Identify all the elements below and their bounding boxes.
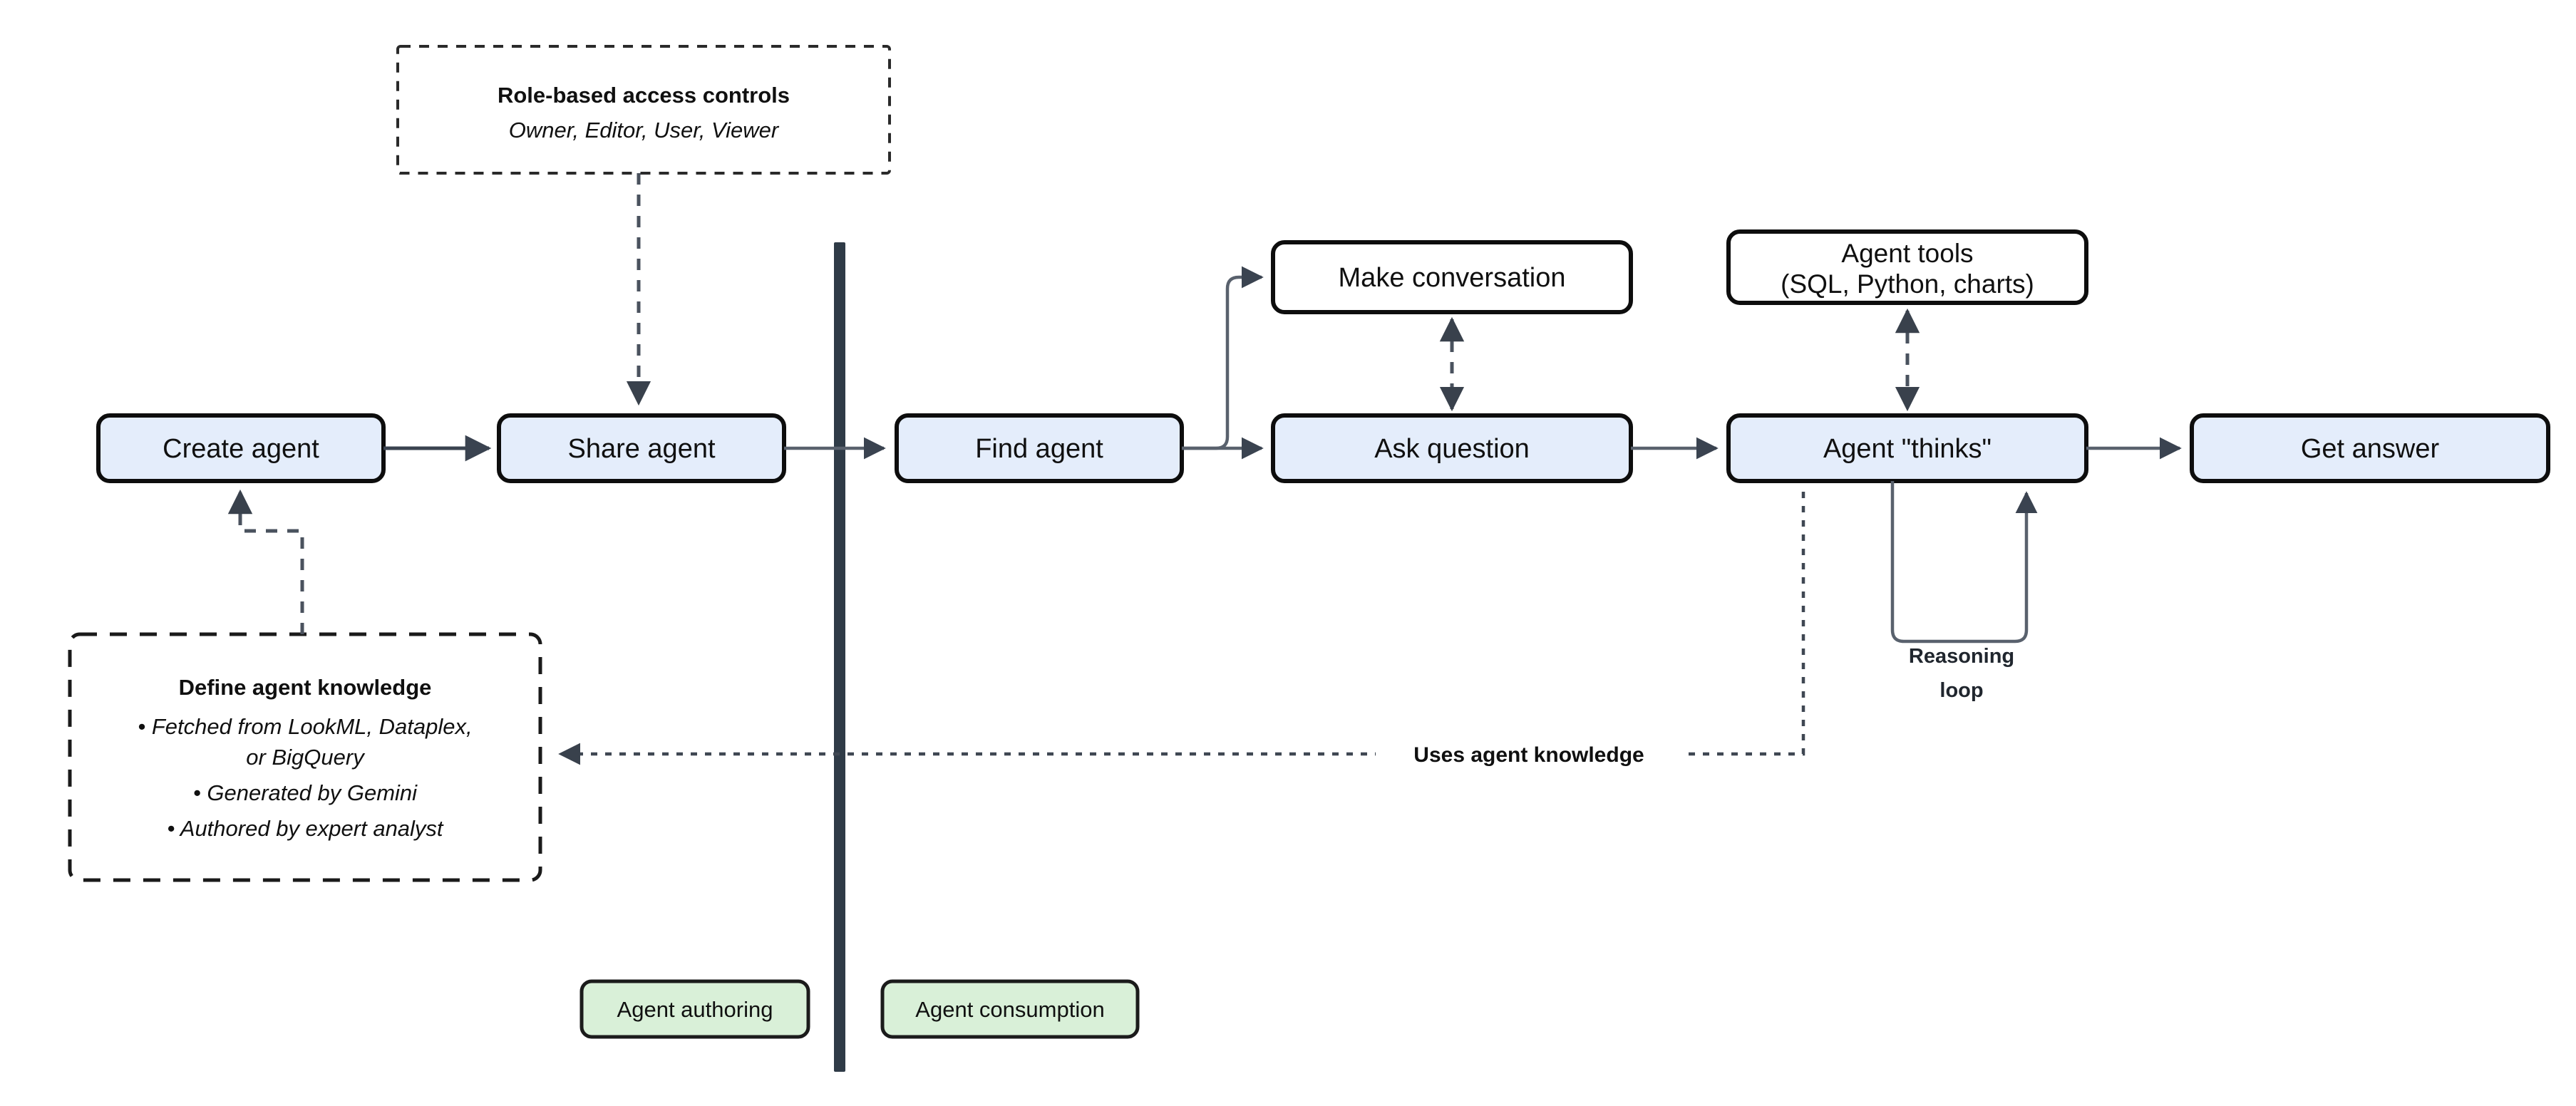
uses-agent-knowledge-label: Uses agent knowledge bbox=[1413, 743, 1644, 767]
node-agent-thinks-label: Agent "thinks" bbox=[1823, 434, 1992, 464]
rbac-note-subtitle: Owner, Editor, User, Viewer bbox=[509, 118, 780, 143]
legend-agent-authoring[interactable] bbox=[579, 979, 810, 1039]
node-find-agent-label: Find agent bbox=[975, 434, 1103, 464]
node-make-conversation[interactable] bbox=[1271, 240, 1633, 314]
node-agent-tools-label-line1: Agent tools bbox=[1841, 239, 1973, 268]
knowledge-note-title: Define agent knowledge bbox=[179, 675, 432, 700]
knowledge-note-bullet-2: • Generated by Gemini bbox=[193, 780, 418, 805]
connector-uses-agent-knowledge bbox=[558, 492, 1805, 765]
knowledge-note-bullet-3: • Authored by expert analyst bbox=[167, 816, 443, 841]
legend-agent-consumption[interactable] bbox=[880, 979, 1140, 1039]
reasoning-loop-label-line1: Reasoning bbox=[1909, 645, 2014, 668]
uses-agent-knowledge-label-backdrop bbox=[1376, 737, 1682, 771]
connector-knowledge-to-create-agent bbox=[227, 489, 304, 634]
section-divider bbox=[834, 242, 845, 1072]
knowledge-note-box bbox=[68, 632, 542, 882]
knowledge-note-bullet-1: • Fetched from LookML, Dataplex, bbox=[138, 714, 472, 739]
connector-reasoning-loop bbox=[1890, 481, 2038, 644]
node-get-answer-label: Get answer bbox=[2301, 434, 2440, 464]
knowledge-note-bullet-1-cont: or BigQuery bbox=[246, 745, 366, 770]
node-create-agent-label: Create agent bbox=[163, 434, 319, 464]
node-agent-tools-label-line2: (SQL, Python, charts) bbox=[1781, 269, 2034, 299]
rbac-note-title: Role-based access controls bbox=[498, 83, 790, 108]
node-agent-tools[interactable] bbox=[1726, 229, 2088, 305]
node-make-conversation-label: Make conversation bbox=[1339, 263, 1566, 293]
node-get-answer[interactable] bbox=[2190, 413, 2550, 483]
legend-agent-consumption-label: Agent consumption bbox=[915, 997, 1104, 1022]
node-share-agent-label: Share agent bbox=[567, 434, 715, 464]
rbac-note-box bbox=[396, 45, 891, 175]
node-ask-question-label: Ask question bbox=[1374, 434, 1530, 464]
connector-find-to-make-conversation bbox=[1182, 266, 1264, 450]
reasoning-loop-label-line2: loop bbox=[1939, 679, 1983, 702]
legend-agent-authoring-label: Agent authoring bbox=[617, 997, 773, 1022]
